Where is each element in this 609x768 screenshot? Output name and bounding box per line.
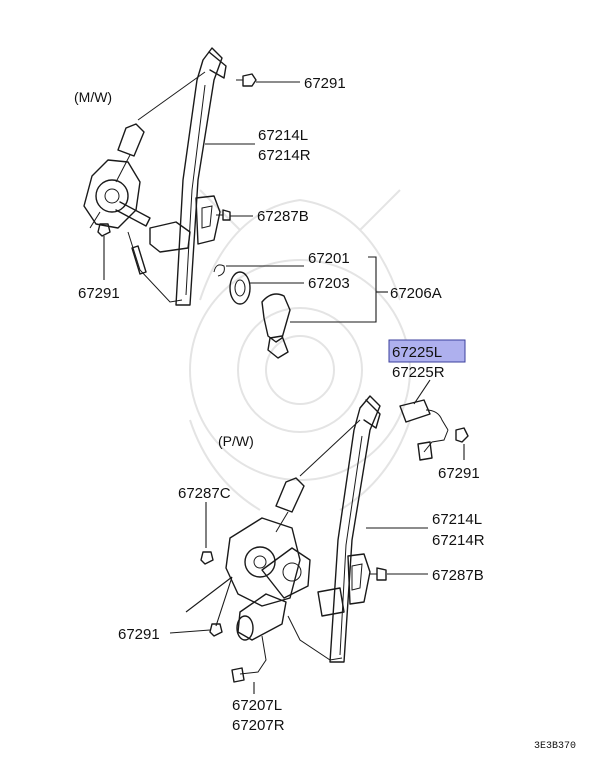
part-label-67225l: 67225L <box>392 344 442 361</box>
bolt-icon <box>200 551 214 565</box>
bolt-icon <box>236 73 257 87</box>
diagram-code: 3E3B370 <box>534 741 576 752</box>
manual-regulator-assembly <box>83 47 257 306</box>
part-label-67291: 67291 <box>304 75 346 92</box>
part-label-67214l: 67214L <box>432 511 482 528</box>
power-regulator-assembly <box>185 395 387 683</box>
part-label-67225r: 67225R <box>392 364 445 381</box>
part-label-67287b: 67287B <box>257 208 309 225</box>
part-label-67206a: 67206A <box>390 285 442 302</box>
highlight-box <box>388 339 466 363</box>
part-label-67207l: 67207L <box>232 697 282 714</box>
part-label-67291: 67291 <box>78 285 120 302</box>
part-label-67201: 67201 <box>308 250 350 267</box>
part-label-67287c: 67287C <box>178 485 231 502</box>
bolt-icon <box>370 567 387 581</box>
bolt-icon <box>209 623 223 637</box>
part-label-67291: 67291 <box>118 626 160 643</box>
watermark-emblem <box>189 189 411 511</box>
part-label-67214l: 67214L <box>258 127 308 144</box>
power-window-note: (P/W) <box>218 433 254 449</box>
window-switch-assembly <box>399 399 469 461</box>
bolt-icon <box>216 209 231 221</box>
part-label-67287b: 67287B <box>432 567 484 584</box>
bolt-icon <box>97 223 111 237</box>
part-label-67291: 67291 <box>438 465 480 482</box>
part-label-67203: 67203 <box>308 275 350 292</box>
part-label-67214r: 67214R <box>258 147 311 164</box>
part-label-67207r: 67207R <box>232 717 285 734</box>
bolt-icon <box>455 427 469 443</box>
part-label-67214r: 67214R <box>432 532 485 549</box>
handle-kit <box>213 264 291 359</box>
manual-window-note: (M/W) <box>74 89 112 105</box>
leader-lines <box>103 81 465 694</box>
